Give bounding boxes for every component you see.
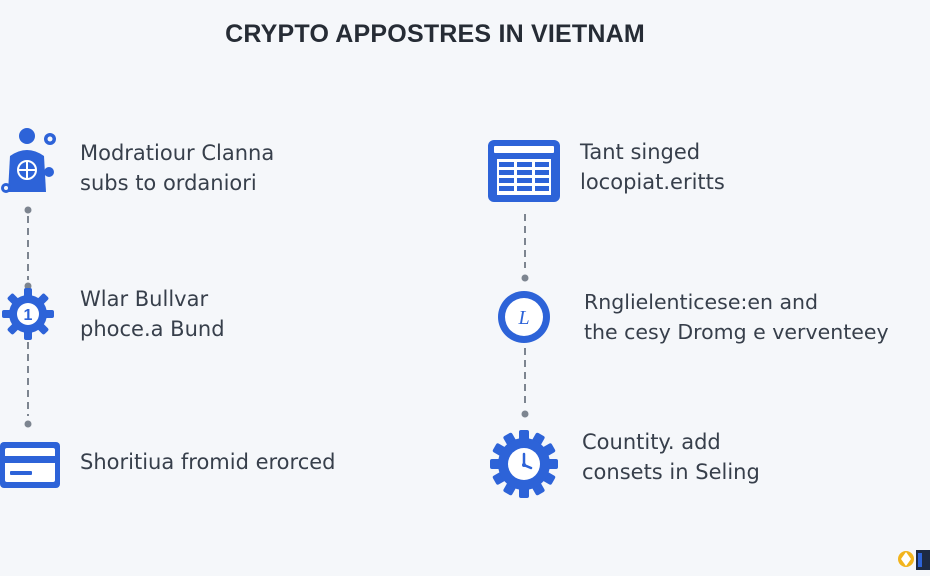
connector-left-2 [24,342,32,428]
spreadsheet-icon [488,140,560,202]
connector-right-1 [521,214,529,282]
step-right-1-line-2: locopiat.eritts [580,170,725,194]
step-right-2-line-1: Rnglielenticese:en and [584,290,819,314]
step-right-1: Tant singed locopiat.eritts [580,137,725,197]
step-right-3: Countity. add consets in Seling [582,427,760,487]
step-left-3-line-1: Shoritiua fromid erorced [80,450,336,474]
step-left-1-line-2: subs to ordaniori [80,171,257,195]
gear-number-icon: 1 [2,288,54,340]
step-left-1: Modratiour Clanna subs to ordaniori [80,138,274,198]
page-title: CRYPTO APPOSTRES IN VIETNAM [225,20,645,48]
step-left-2-line-1: Wlar Bullvar [80,287,209,311]
connector-right-2 [521,348,529,418]
gear-clock-icon [490,430,558,498]
step-right-1-line-1: Tant singed [580,140,701,164]
connector-left-1 [24,206,32,290]
person-gears-icon [1,128,56,193]
step-right-3-line-2: consets in Seling [582,460,760,484]
step-right-2: Rnglielenticese:en and the cesy Dromg e … [584,287,889,347]
step-left-2-line-2: phoce.a Bund [80,317,225,341]
brand-logo-icon [898,550,930,570]
step-right-3-line-1: Countity. add [582,430,721,454]
clock-badge: L [517,307,529,329]
gear-number-badge: 1 [24,307,33,324]
step-left-1-line-1: Modratiour Clanna [80,141,275,165]
clock-icon: L [498,291,550,343]
step-left-3: Shoritiua fromid erorced [80,447,336,477]
step-right-2-line-2: the cesy Dromg e verventeey [584,320,889,344]
credit-card-icon [0,442,60,488]
step-left-2: Wlar Bullvar phoce.a Bund [80,284,225,344]
